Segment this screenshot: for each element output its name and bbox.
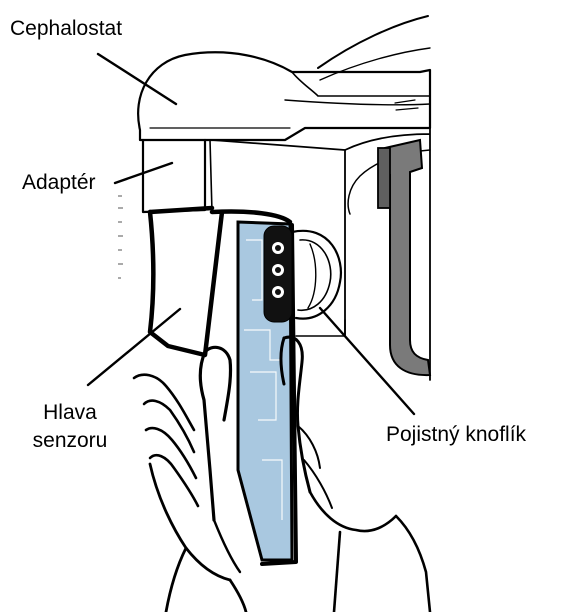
left-hand [134,347,246,612]
label-sensor-head-line2: senzoru [30,428,110,453]
label-adapter: Adaptér [22,170,96,195]
right-hand [281,337,430,612]
device-handle [378,140,430,375]
lock-knob [264,226,345,336]
label-cephalostat: Cephalostat [10,16,122,41]
label-sensor-head-line1: Hlava [30,400,110,425]
leader-cephalostat [98,54,176,104]
label-lock-knob: Pojistný knoflík [386,422,526,447]
